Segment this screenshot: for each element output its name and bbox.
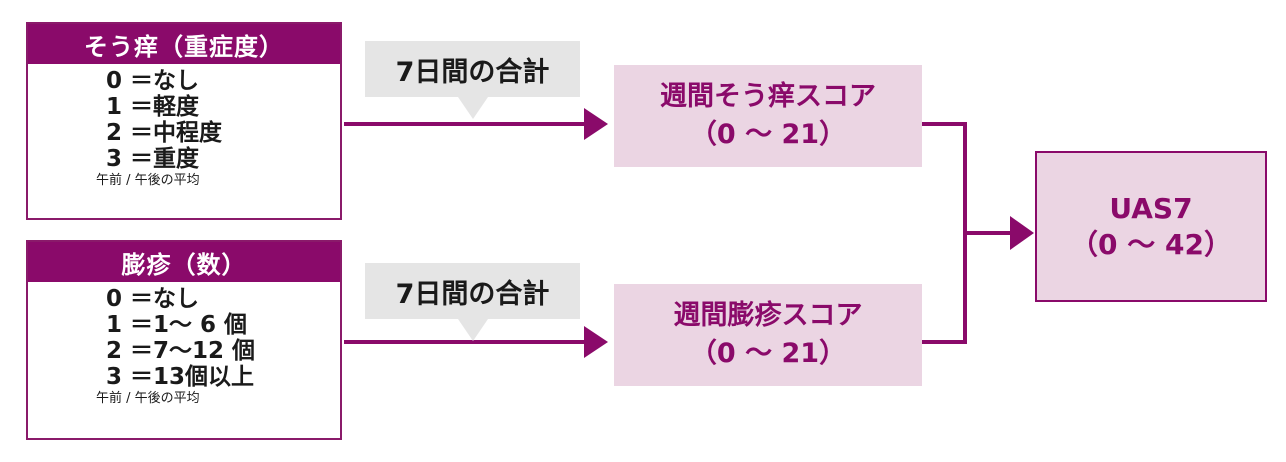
- itch-card-body: 0 ＝なし 1 ＝軽度 2 ＝中程度 3 ＝重度 午前 / 午後の平均: [28, 64, 340, 190]
- weekly-hives-score-range: （0 〜 21）: [689, 338, 847, 369]
- hives-level-2: 2 ＝7〜12 個: [106, 338, 256, 364]
- result-arrowhead: [1010, 216, 1034, 250]
- hives-card-note: 午前 / 午後の平均: [96, 391, 200, 406]
- weekly-hives-score-label: 週間膨疹スコア: [673, 300, 863, 331]
- itch-severity-card: そう痒（重症度） 0 ＝なし 1 ＝軽度 2 ＝中程度 3 ＝重度 午前 / 午…: [26, 22, 342, 220]
- itch-level-2: 2 ＝中程度: [106, 120, 223, 146]
- hives-card-title: 膨疹（数）: [28, 242, 340, 282]
- itch-level-3: 3 ＝重度: [106, 146, 200, 172]
- weekly-itch-score-box: 週間そう痒スコア （0 〜 21）: [614, 65, 922, 167]
- itch-level-1: 1 ＝軽度: [106, 94, 200, 120]
- hives-level-3: 3 ＝13個以上: [106, 364, 255, 390]
- weekly-itch-score-label: 週間そう痒スコア: [660, 81, 876, 112]
- callout-7day-sum-top: 7日間の合計: [365, 41, 580, 97]
- uas7-range: （0 〜 42）: [1070, 227, 1232, 261]
- itch-card-title: そう痒（重症度）: [28, 24, 340, 64]
- callout-7day-sum-bottom: 7日間の合計: [365, 263, 580, 319]
- hives-arrowhead: [584, 326, 608, 358]
- callout-tail-top: [458, 97, 488, 119]
- itch-card-note: 午前 / 午後の平均: [96, 173, 200, 188]
- itch-level-0: 0 ＝なし: [106, 68, 200, 94]
- merge-bracket: [922, 122, 967, 344]
- uas7-label: UAS7: [1109, 191, 1193, 225]
- callout-tail-bottom: [458, 319, 488, 341]
- hives-level-0: 0 ＝なし: [106, 286, 200, 312]
- hives-level-1: 1 ＝1〜 6 個: [106, 312, 248, 338]
- hives-count-card: 膨疹（数） 0 ＝なし 1 ＝1〜 6 個 2 ＝7〜12 個 3 ＝13個以上…: [26, 240, 342, 440]
- weekly-hives-score-box: 週間膨疹スコア （0 〜 21）: [614, 284, 922, 386]
- itch-arrowhead: [584, 108, 608, 140]
- uas7-result-box: UAS7 （0 〜 42）: [1035, 151, 1267, 302]
- hives-card-body: 0 ＝なし 1 ＝1〜 6 個 2 ＝7〜12 個 3 ＝13個以上 午前 / …: [28, 282, 340, 408]
- weekly-itch-score-range: （0 〜 21）: [689, 119, 847, 150]
